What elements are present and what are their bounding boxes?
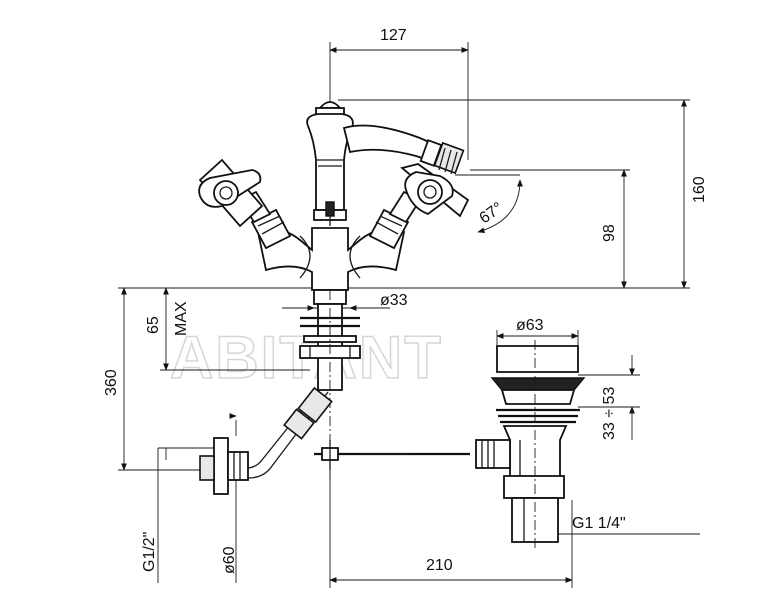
- dim-top-width: 127: [380, 27, 407, 44]
- dim-bottom-width: 210: [426, 557, 453, 574]
- faucet-assembly: [198, 101, 470, 291]
- mounting-shank: [299, 289, 361, 480]
- dim-height-total: 160: [691, 176, 708, 203]
- dim-overall-depth: 360: [103, 369, 120, 396]
- dim-spout-angle: 67°: [477, 199, 507, 227]
- pop-up-rod: [314, 440, 470, 470]
- dim-max-depth-value: 65: [145, 316, 162, 334]
- supply-hose: [199, 386, 333, 495]
- dim-height-spout: 98: [601, 224, 618, 242]
- dim-supply-thread: G1/2": [141, 532, 158, 572]
- drain-waste: [475, 340, 586, 548]
- dim-drain-diameter: ø63: [516, 317, 544, 334]
- dim-max-depth-label: MAX: [173, 301, 190, 336]
- dim-waste-thread: G1 1/4": [572, 515, 626, 532]
- dim-supply-rosette: ø60: [221, 546, 238, 574]
- dim-shank-diameter: ø33: [380, 292, 408, 309]
- dim-drain-range: 33 ÷ 53: [601, 387, 618, 440]
- dimension-lines: [118, 42, 700, 588]
